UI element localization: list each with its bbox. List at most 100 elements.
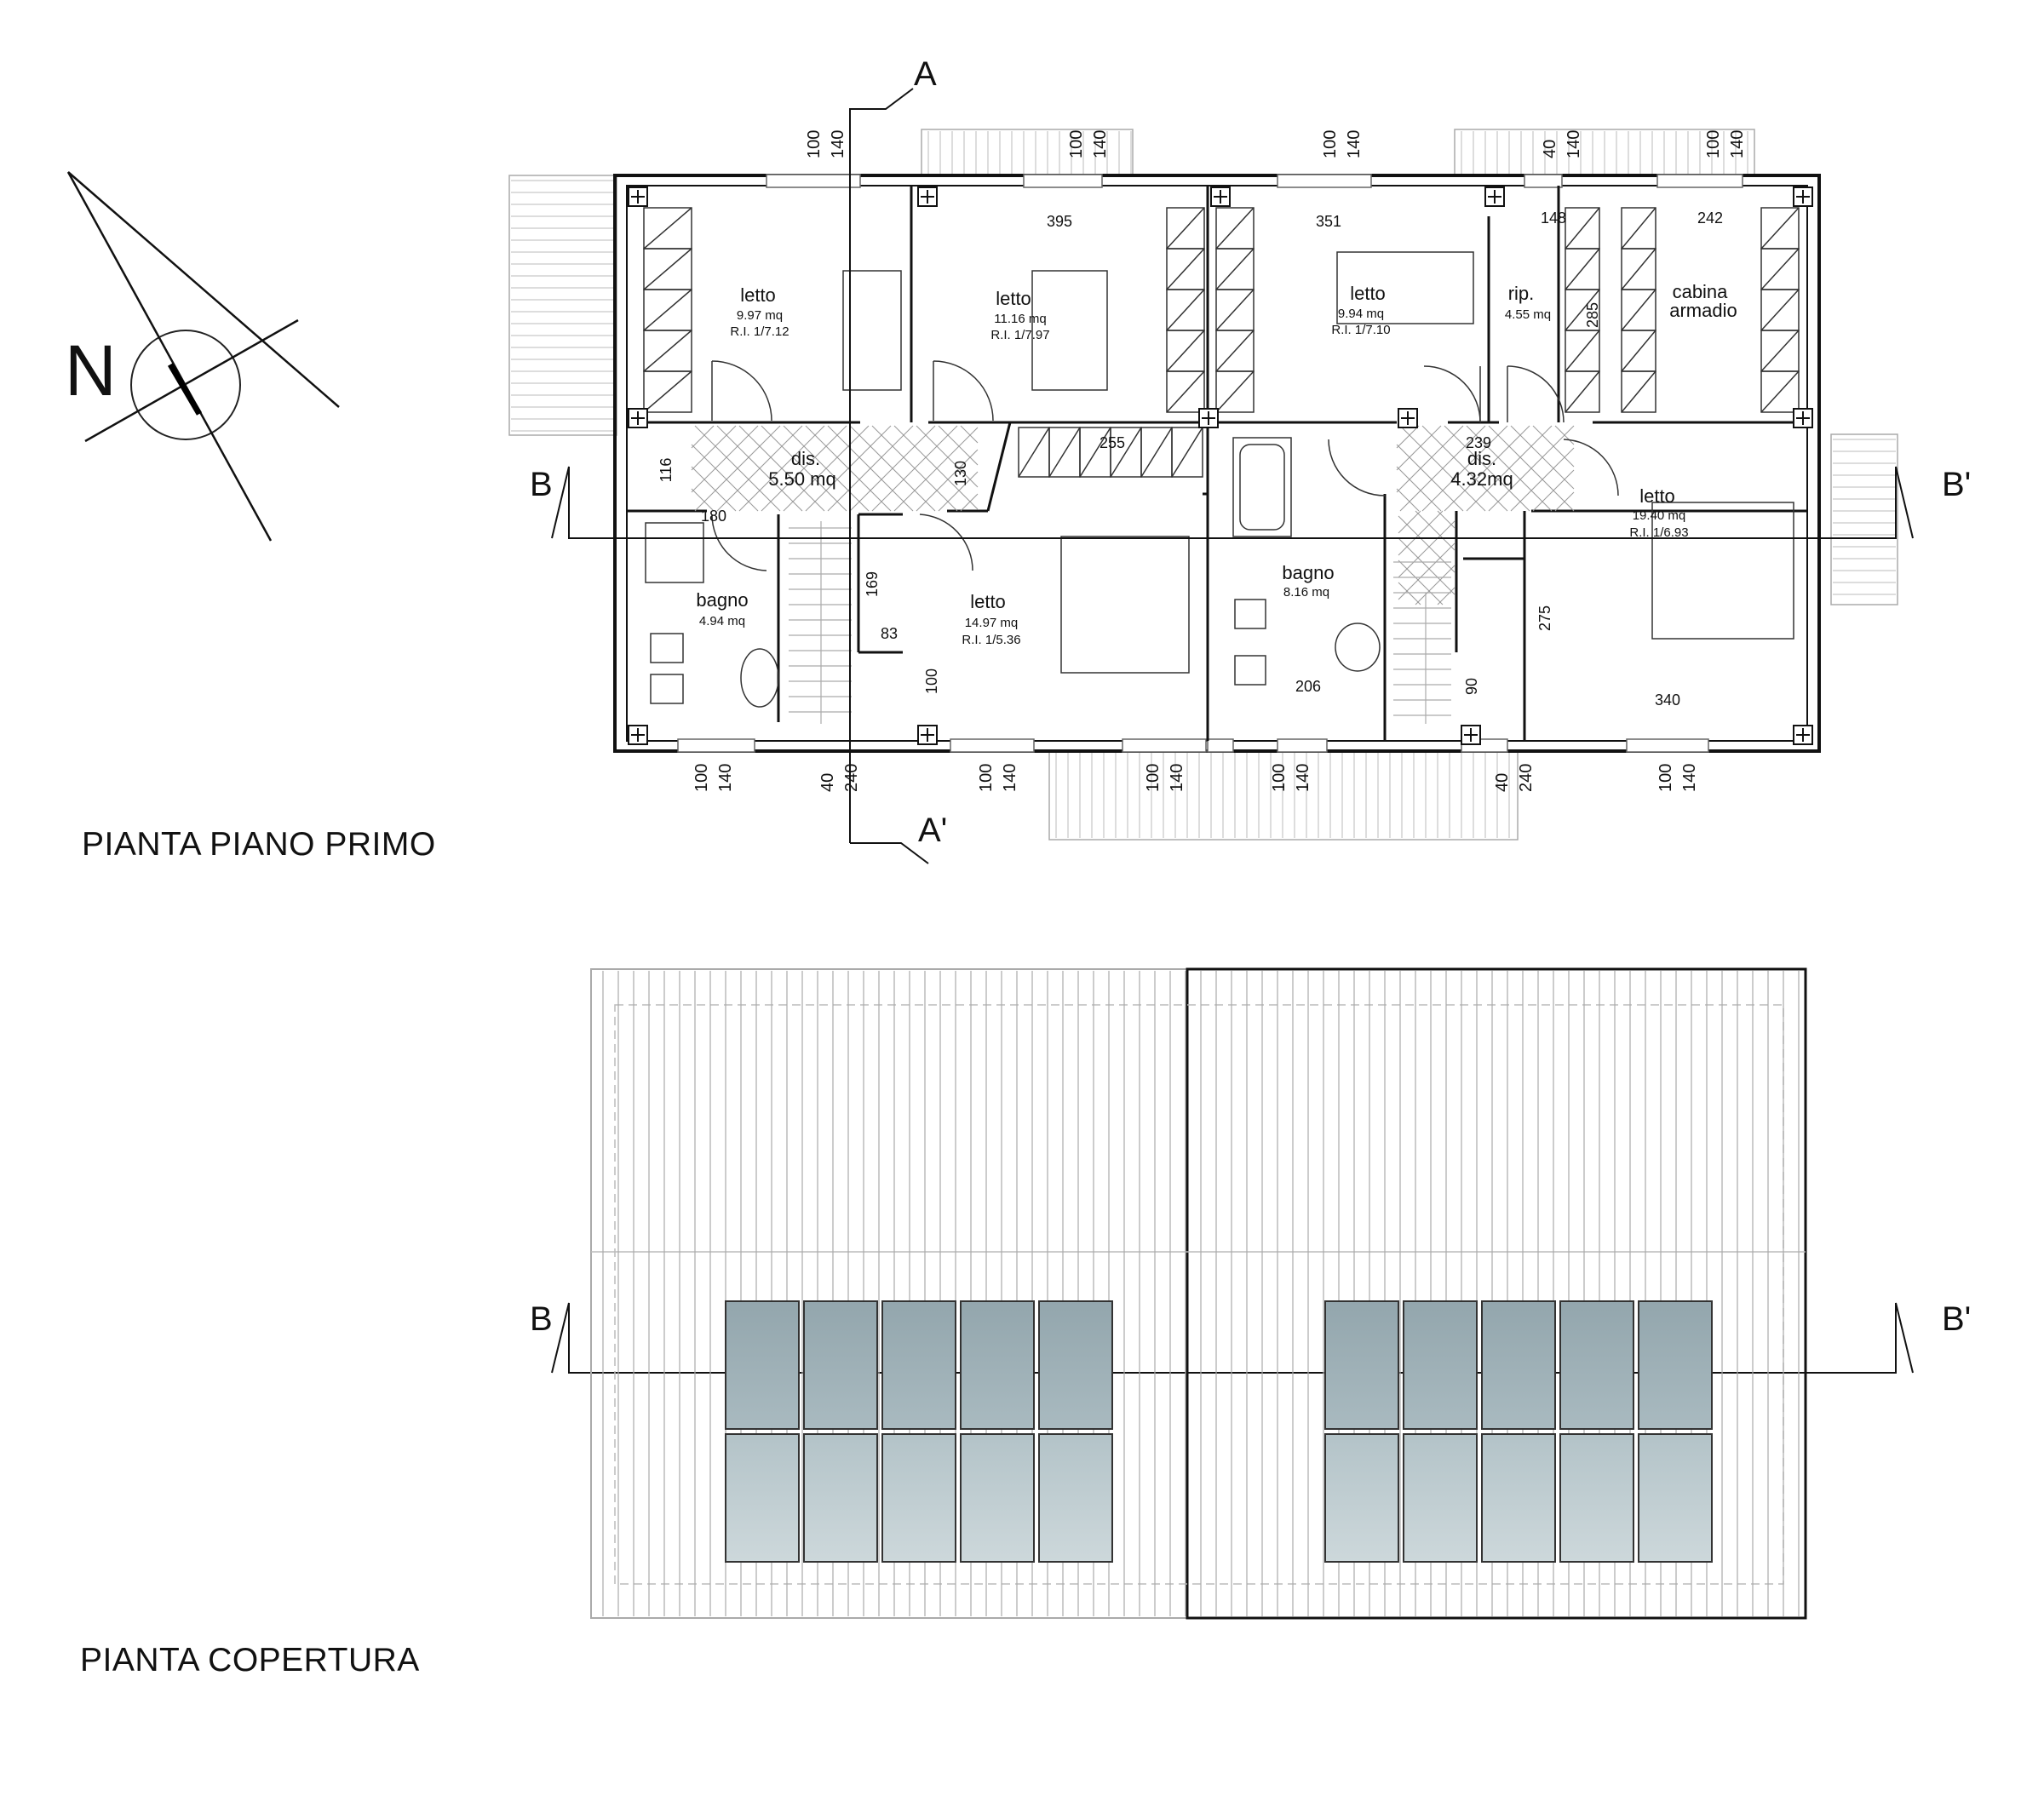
wardrobe-diagonal xyxy=(1215,289,1255,331)
wardrobe-box xyxy=(1166,370,1205,413)
wardrobe-diagonal xyxy=(1621,330,1656,372)
solar-panel xyxy=(881,1433,956,1563)
hatch-line xyxy=(1510,425,1575,490)
wardrobe-box xyxy=(1621,370,1656,413)
solar-panel xyxy=(960,1433,1035,1563)
hatch-line xyxy=(938,471,979,512)
solar-panel xyxy=(1638,1433,1713,1563)
hatch-line xyxy=(1532,469,1575,512)
dimension-label: 100 xyxy=(1067,130,1086,158)
solar-panel xyxy=(803,1300,878,1430)
dimension-label: 140 xyxy=(1728,130,1747,158)
wardrobe-diagonal xyxy=(1760,248,1800,290)
section-b-label-roof: B xyxy=(530,1300,553,1338)
hatch-line xyxy=(716,425,803,512)
wardrobe-diagonal xyxy=(1166,289,1205,331)
hatch-line xyxy=(691,425,715,449)
room-letto-5-area: 14.97 mq xyxy=(965,616,1019,630)
wardrobe-diagonal xyxy=(1215,207,1255,250)
room-letto-3-ri: R.I. 1/7.10 xyxy=(1331,323,1390,337)
dimension-label: 100 xyxy=(977,764,996,792)
wardrobe-diagonal xyxy=(643,370,692,413)
section-a-prime-label: A' xyxy=(918,812,947,849)
wardrobe-box xyxy=(643,370,692,413)
wardrobe-diagonal xyxy=(1166,330,1205,372)
room-letto-5-name: letto xyxy=(970,591,1006,612)
hatch-line xyxy=(1399,425,1486,512)
wardrobe-diagonal xyxy=(1215,370,1255,413)
hatch-line xyxy=(938,425,979,466)
hatch-line xyxy=(1532,425,1575,468)
hatch-line xyxy=(1398,510,1421,534)
hatch-line xyxy=(916,425,979,488)
room-bagno-2-area: 8.16 mq xyxy=(1283,585,1329,600)
dimension-label: 240 xyxy=(1517,764,1536,792)
hatch-line xyxy=(1554,491,1575,512)
hatch-line xyxy=(1396,425,1464,493)
dim-242: 242 xyxy=(1697,209,1723,227)
dim-90: 90 xyxy=(1463,678,1480,695)
room-labels: letto 9.97 mq R.I. 1/7.12 letto 11.16 mq… xyxy=(696,281,1737,647)
hatch-line xyxy=(1466,425,1553,512)
dimension-label: 100 xyxy=(1656,764,1675,792)
hatch-line xyxy=(1396,444,1464,512)
hatch-line xyxy=(916,449,979,512)
wardrobe-box xyxy=(1171,427,1203,478)
hatch-line xyxy=(1415,565,1455,605)
hatch-line xyxy=(1396,488,1420,512)
solar-panel xyxy=(1481,1300,1556,1430)
dim-275: 275 xyxy=(1536,605,1553,631)
wardrobe-diagonal xyxy=(1166,207,1205,250)
dimension-label: 140 xyxy=(716,764,735,792)
built-in-wardrobes xyxy=(643,207,1800,478)
dimension-label: 140 xyxy=(1565,130,1583,158)
dim-351: 351 xyxy=(1316,213,1341,230)
hatch-line xyxy=(691,425,737,471)
dim-206: 206 xyxy=(1295,678,1321,695)
hatch-line xyxy=(1510,447,1575,512)
room-letto-4-ri: R.I. 1/6.93 xyxy=(1629,525,1688,540)
dim-395: 395 xyxy=(1047,213,1072,230)
dimension-label: 100 xyxy=(1270,764,1289,792)
wardrobe-diagonal xyxy=(1760,370,1800,413)
floor-plan-title: PIANTA PIANO PRIMO xyxy=(82,826,436,863)
room-bagno-1-name: bagno xyxy=(696,589,748,611)
dimension-label: 40 xyxy=(1541,140,1559,158)
section-b-prime-label: B' xyxy=(1942,466,1971,503)
wardrobe-diagonal xyxy=(1565,330,1600,372)
external-terraces xyxy=(508,129,1898,841)
solar-panel xyxy=(803,1433,878,1563)
room-dis-1-name: dis. xyxy=(791,448,820,469)
wardrobe-diagonal xyxy=(1760,330,1800,372)
hatch-line xyxy=(893,425,979,510)
hatch-line xyxy=(761,425,847,512)
wardrobe-box xyxy=(1215,370,1255,413)
dimension-label: 140 xyxy=(1345,130,1364,158)
room-letto-4-name: letto xyxy=(1639,485,1675,507)
interior-walls xyxy=(627,186,1807,741)
hatch-line xyxy=(871,425,958,512)
dim-83: 83 xyxy=(881,625,898,642)
room-bagno-2-name: bagno xyxy=(1282,562,1334,583)
hatch-line xyxy=(1398,559,1444,605)
section-b-label: B xyxy=(530,466,553,503)
wardrobe-diagonal xyxy=(1166,370,1205,413)
hatch-line xyxy=(1488,425,1575,512)
solar-panel xyxy=(1559,1300,1634,1430)
wardrobe-diagonal xyxy=(1215,330,1255,372)
dimension-label: 40 xyxy=(818,773,837,792)
hatch-line xyxy=(805,425,892,512)
hatch-line xyxy=(1398,542,1455,600)
section-lines xyxy=(551,88,1914,1374)
hatch-line xyxy=(827,425,914,512)
dimension-label: 100 xyxy=(692,764,711,792)
hatch-line xyxy=(1554,425,1575,445)
wardrobe-diagonal xyxy=(1565,370,1600,413)
solar-panel xyxy=(1481,1433,1556,1563)
dimension-label: 40 xyxy=(1493,773,1512,792)
solar-panel xyxy=(960,1300,1035,1430)
wardrobe-diagonal xyxy=(1760,207,1800,250)
corridor-hatching xyxy=(691,425,1575,605)
